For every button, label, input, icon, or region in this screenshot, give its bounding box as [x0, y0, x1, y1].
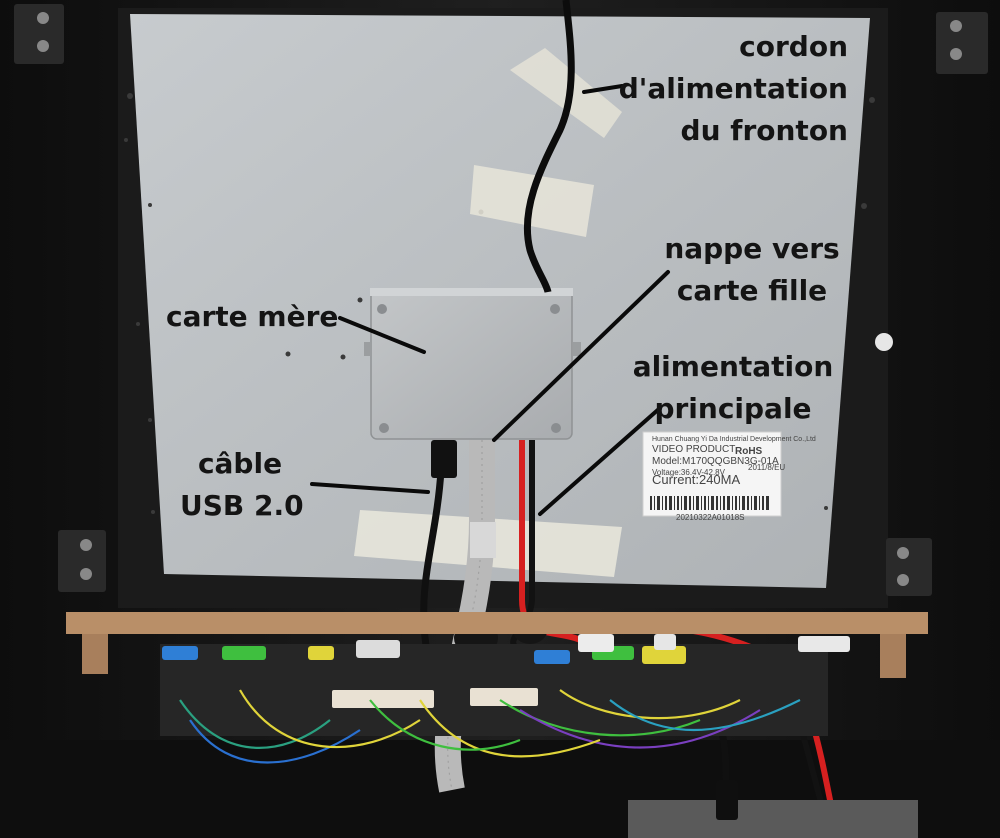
sticker-voltage: Voltage:36.4V-42.8V — [652, 468, 725, 477]
label-line: d'alimentation — [618, 72, 848, 105]
mdf-board-right-leg — [880, 634, 906, 678]
pointer-alimentation — [538, 406, 662, 516]
label-line: nappe vers — [664, 232, 840, 265]
sticker-date: 2011/8/EU — [748, 463, 786, 472]
arcade-buttons — [162, 634, 850, 664]
label-line: câble — [197, 447, 283, 480]
marquee-power-cord — [523, 0, 575, 293]
corner-bracket-top-left — [14, 4, 64, 64]
label-line: du fronton — [680, 114, 848, 147]
label-line: cordon — [739, 30, 848, 63]
panel-round-sticker — [875, 333, 893, 351]
motherboard-box — [364, 288, 581, 440]
power-supply-box — [628, 800, 918, 838]
label-line: carte fille — [676, 274, 828, 307]
label-line: carte mère — [166, 300, 339, 333]
usb-connector — [431, 440, 457, 478]
label-ribbon-cable: nappe vers carte fille — [662, 228, 842, 312]
sticker-product: VIDEO PRODUCT — [652, 444, 736, 455]
sticker-current: Current:240MA — [652, 472, 741, 487]
wiring-harness — [179, 689, 801, 764]
mdf-board — [66, 612, 928, 634]
pointer-cordon — [582, 84, 624, 94]
label-marquee-power-cord: cordon d'alimentation du fronton — [619, 26, 848, 152]
pointer-carte-mere — [338, 316, 426, 354]
sticker-barcode-text: 20210322A01018S — [676, 513, 745, 522]
sticker-barcode — [650, 496, 769, 510]
sticker-company: Hunan Chuang Yi Da Industrial Developmen… — [652, 436, 816, 443]
annotation-lines — [310, 84, 670, 516]
corner-bracket-top-right — [936, 12, 988, 74]
corner-bracket-mid-left — [58, 530, 106, 592]
corner-bracket-mid-right — [886, 538, 932, 596]
sticker-model: Model:M170QQGBN3G-01A — [652, 456, 779, 467]
label-main-power: alimentation principale — [628, 346, 838, 430]
power-supply-plug — [716, 780, 738, 820]
panel-screw-holes — [124, 93, 875, 514]
label-line: USB 2.0 — [180, 489, 304, 522]
pointer-usb — [310, 482, 430, 494]
terminal-blocks — [332, 688, 538, 708]
label-line: alimentation — [632, 350, 834, 383]
label-usb-cable: câble USB 2.0 — [180, 443, 304, 527]
mdf-board-left-leg — [82, 634, 108, 674]
ferrite-clip — [470, 522, 496, 558]
tape-piece-top — [510, 48, 622, 138]
pointer-nappe — [492, 270, 670, 442]
label-line: principale — [654, 392, 812, 425]
label-motherboard: carte mère — [166, 296, 338, 338]
sticker-rohs: RoHS — [735, 446, 763, 457]
